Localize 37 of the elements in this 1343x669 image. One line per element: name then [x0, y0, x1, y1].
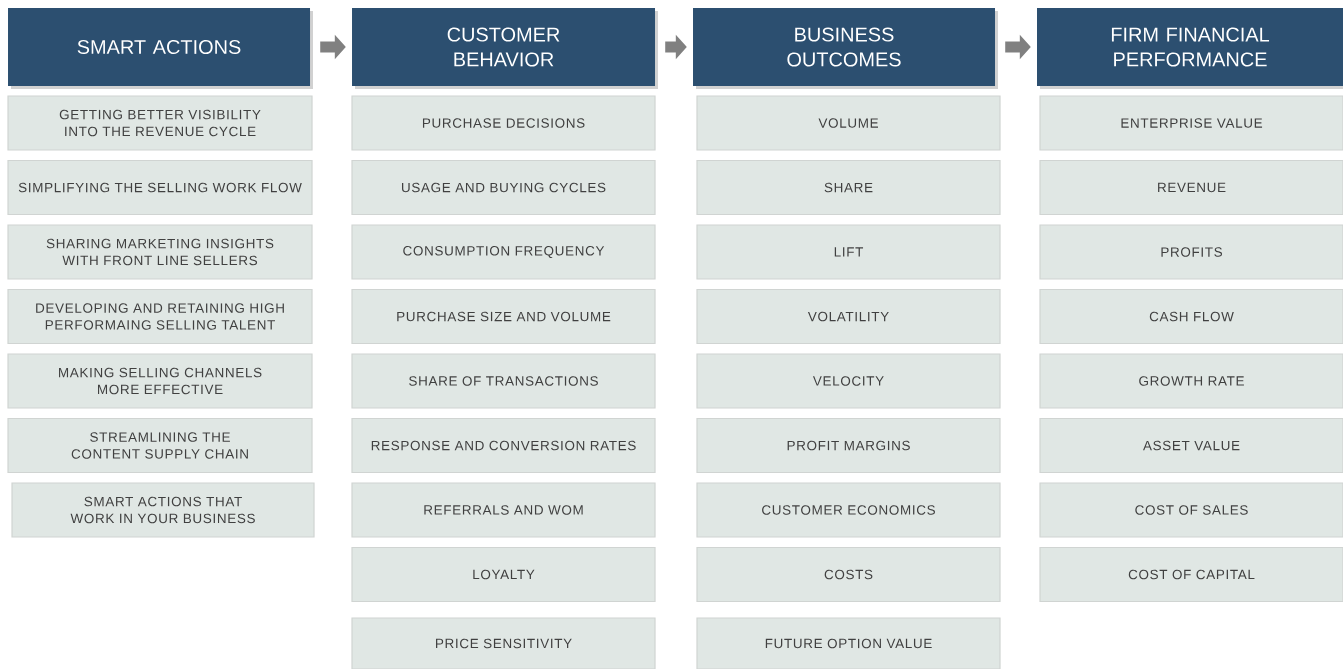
- item-box: COST OF CAPITAL: [1039, 546, 1343, 603]
- item-box: GROWTH RATE: [1039, 353, 1343, 409]
- item-box: MAKING SELLING CHANNELS MORE EFFECTIVE: [7, 353, 313, 409]
- item-box: DEVELOPING AND RETAINING HIGH PERFORMAING SELLING TALENT: [7, 288, 313, 345]
- item-box: SHARING MARKETING INSIGHTS WITH FRONT LINE SELLERS: [7, 224, 313, 280]
- item-box: PURCHASE SIZE AND VOLUME: [351, 288, 656, 345]
- item-box: PROFIT MARGINS: [696, 417, 1001, 474]
- item-box: CONSUMPTION FREQUENCY: [351, 224, 656, 280]
- item-box: USAGE AND BUYING CYCLES: [351, 159, 656, 216]
- item-box: COST OF SALES: [1039, 482, 1343, 538]
- item-box: COSTS: [696, 546, 1001, 603]
- item-box: REFERRALS AND WOM: [351, 482, 656, 538]
- item-box: LIFT: [696, 224, 1001, 280]
- item-box: PROFITS: [1039, 224, 1343, 280]
- item-box: CUSTOMER ECONOMICS: [696, 482, 1001, 538]
- item-box: SHARE: [696, 159, 1001, 216]
- header-box: FIRM FINANCIAL PERFORMANCE: [1037, 8, 1343, 86]
- item-box: RESPONSE AND CONVERSION RATES: [351, 417, 656, 474]
- item-box: ASSET VALUE: [1039, 417, 1343, 474]
- item-box: STREAMLINING THE CONTENT SUPPLY CHAIN: [7, 417, 313, 474]
- item-box: ENTERPRISE VALUE: [1039, 95, 1343, 151]
- item-box: VOLUME: [696, 95, 1001, 151]
- item-box: VOLATILITY: [696, 288, 1001, 345]
- item-box: CASH FLOW: [1039, 288, 1343, 345]
- item-box: PURCHASE DECISIONS: [351, 95, 656, 151]
- item-box: GETTING BETTER VISIBILITY INTO THE REVENUE CYCLE: [7, 95, 313, 151]
- item-box: SMART ACTIONS THAT WORK IN YOUR BUSINESS: [11, 482, 315, 538]
- item-box: FUTURE OPTION VALUE: [696, 617, 1001, 669]
- item-box: REVENUE: [1039, 159, 1343, 216]
- item-box: SIMPLIFYING THE SELLING WORK FLOW: [7, 159, 313, 216]
- item-box: LOYALTY: [351, 546, 656, 603]
- header-box: SMART ACTIONS: [8, 8, 310, 86]
- item-box: SHARE OF TRANSACTIONS: [351, 353, 656, 409]
- header-box: CUSTOMER BEHAVIOR: [352, 8, 655, 86]
- header-box: BUSINESS OUTCOMES: [693, 8, 995, 86]
- item-box: VELOCITY: [696, 353, 1001, 409]
- item-box: PRICE SENSITIVITY: [351, 617, 656, 669]
